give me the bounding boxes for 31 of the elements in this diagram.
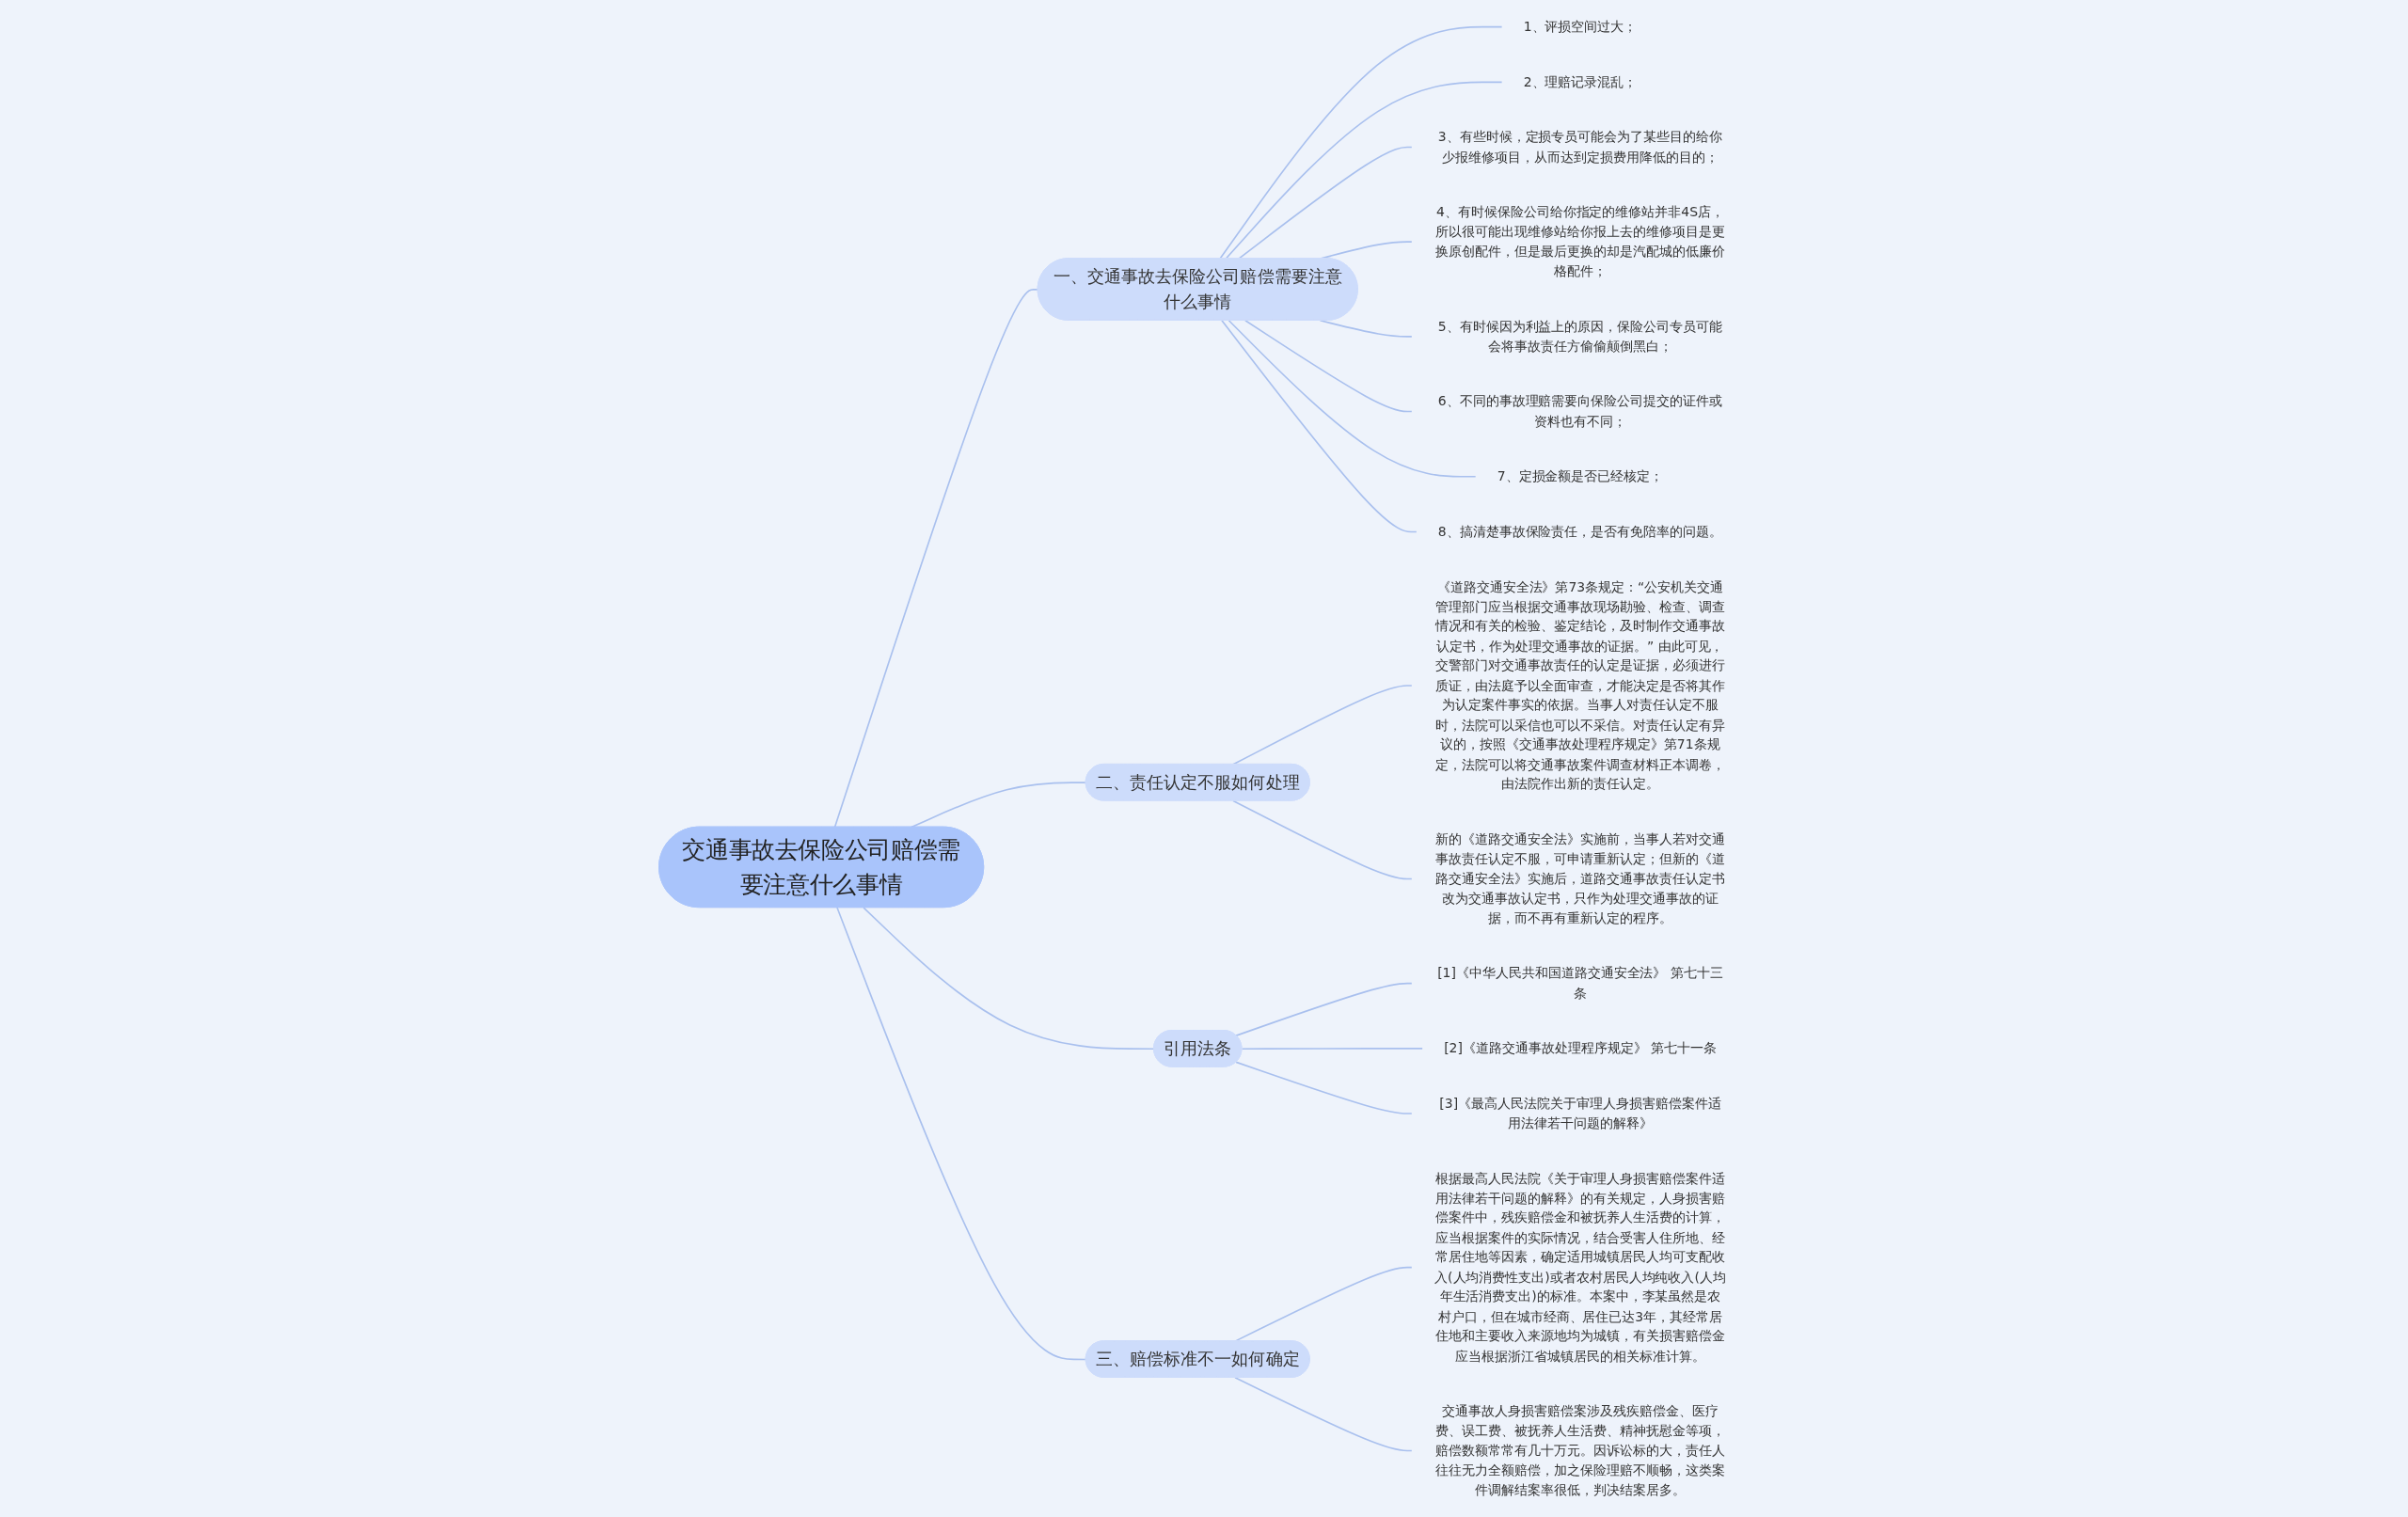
connector [1241,1048,1424,1051]
node-text: 2、理赔记录混乱； [1523,73,1638,89]
connector [1228,320,1477,478]
connector [1234,1376,1413,1452]
node-text: 《道路交通安全法》第73条规定：“公安机关交通管理部门应当根据交通事故现场勘验、检查、调查情况和有关的检验、鉴定结论，及时制作交通事故认定书，作为处理交通事故的证据。” 由此可见，交警部门对交通事故责任的认定是证据，必须进行质证，由法庭予以全面审查，才能决定是否将其作为认定案件事实的依据。当事人对责任认定不服时，法院可以采信也可以不采信。对责任认定有异议的，按照《交通事故处理程序规定》第71条规定，法院可以将交通事故案件调查材料正本调卷，由法院作出新的责任认定。 [1435,578,1725,792]
connector [1232,685,1413,766]
node-text: 1、评损空间过大； [1523,18,1638,35]
node-text: [1]《中华人民共和国道路交通安全法》 第七十三条 [1437,965,1723,1001]
connector [1238,146,1413,260]
connector [1235,1061,1413,1114]
connector [1244,320,1413,413]
connector [1225,81,1503,260]
node-text: [3]《最高人民法院关于审理人身损害赔偿案件适用法律若干问题的解释》 [1439,1095,1721,1131]
connector [911,782,1087,829]
node-text: 5、有时候因为利益上的原因，保险公司专员可能会将事故责任方偷偷颠倒黑白； [1438,318,1723,354]
node-text: [2]《道路交通事故处理程序规定》 第七十一条 [1444,1040,1717,1056]
node-text: 4、有时候保险公司给你指定的维修站并非4S店，所以很可能出现维修站给你报上去的维修项目是更换原创配件，但是最后更换的却是汽配城的低廉价格配件； [1435,203,1725,279]
node-text: 7、定损金额是否已经核定； [1497,467,1664,484]
connector [863,907,1155,1051]
connector [1232,799,1413,880]
connector [833,289,1039,829]
node-text: 6、不同的事故理赔需要向保险公司提交的证件或资料也有不同； [1438,393,1723,429]
node-text: 3、有些时候，定损专员可能会为了某些目的给你少报维修项目，从而达到定损费用降低的目的； [1438,129,1723,165]
node-text: 根据最高人民法院《关于审理人身损害赔偿案件适用法律若干问题的解释》的有关规定，人身损害赔偿案件中，残疾赔偿金和被抚养人生活费的计算，应当根据案件的实际情况，结合受害人住所地、经常居住地等因素，确定适用城镇居民人均可支配收入(人均消费性支出)或者农村居民人均纯收入(人均年生活消费支出)的标准。本案中，李某虽然是农村户口，但在城市经商、居住已达3年，其经常居住地和主要收入来源地均为城镇，有关损害赔偿金应当根据浙江省城镇居民的相关标准计算。 [1434,1170,1726,1364]
connector [1221,320,1418,533]
connector [1235,982,1413,1036]
connector [836,907,1087,1361]
node-text: 交通事故人身损害赔偿案涉及残疾赔偿金、医疗费、误工费、被抚养人生活费、精神抚慰金等项，赔偿数额常常有几十万元。因诉讼标的大，责任人往往无力全额赔偿，加之保险理赔不顺畅，这类案件调解结案率很低，判决结案居多。 [1435,1402,1725,1498]
node-text: 8、搞清楚事故保险责任，是否有免陪率的问题。 [1438,523,1723,540]
node-text: 新的《道路交通安全法》实施前，当事人若对交通事故责任认定不服，可申请重新认定；但新的《道路交通安全法》实施后，道路交通事故责任认定书改为交通事故认定书，只作为处理交通事故的证据，而不再有重新认定的程序。 [1435,830,1725,925]
connector [1219,25,1503,260]
